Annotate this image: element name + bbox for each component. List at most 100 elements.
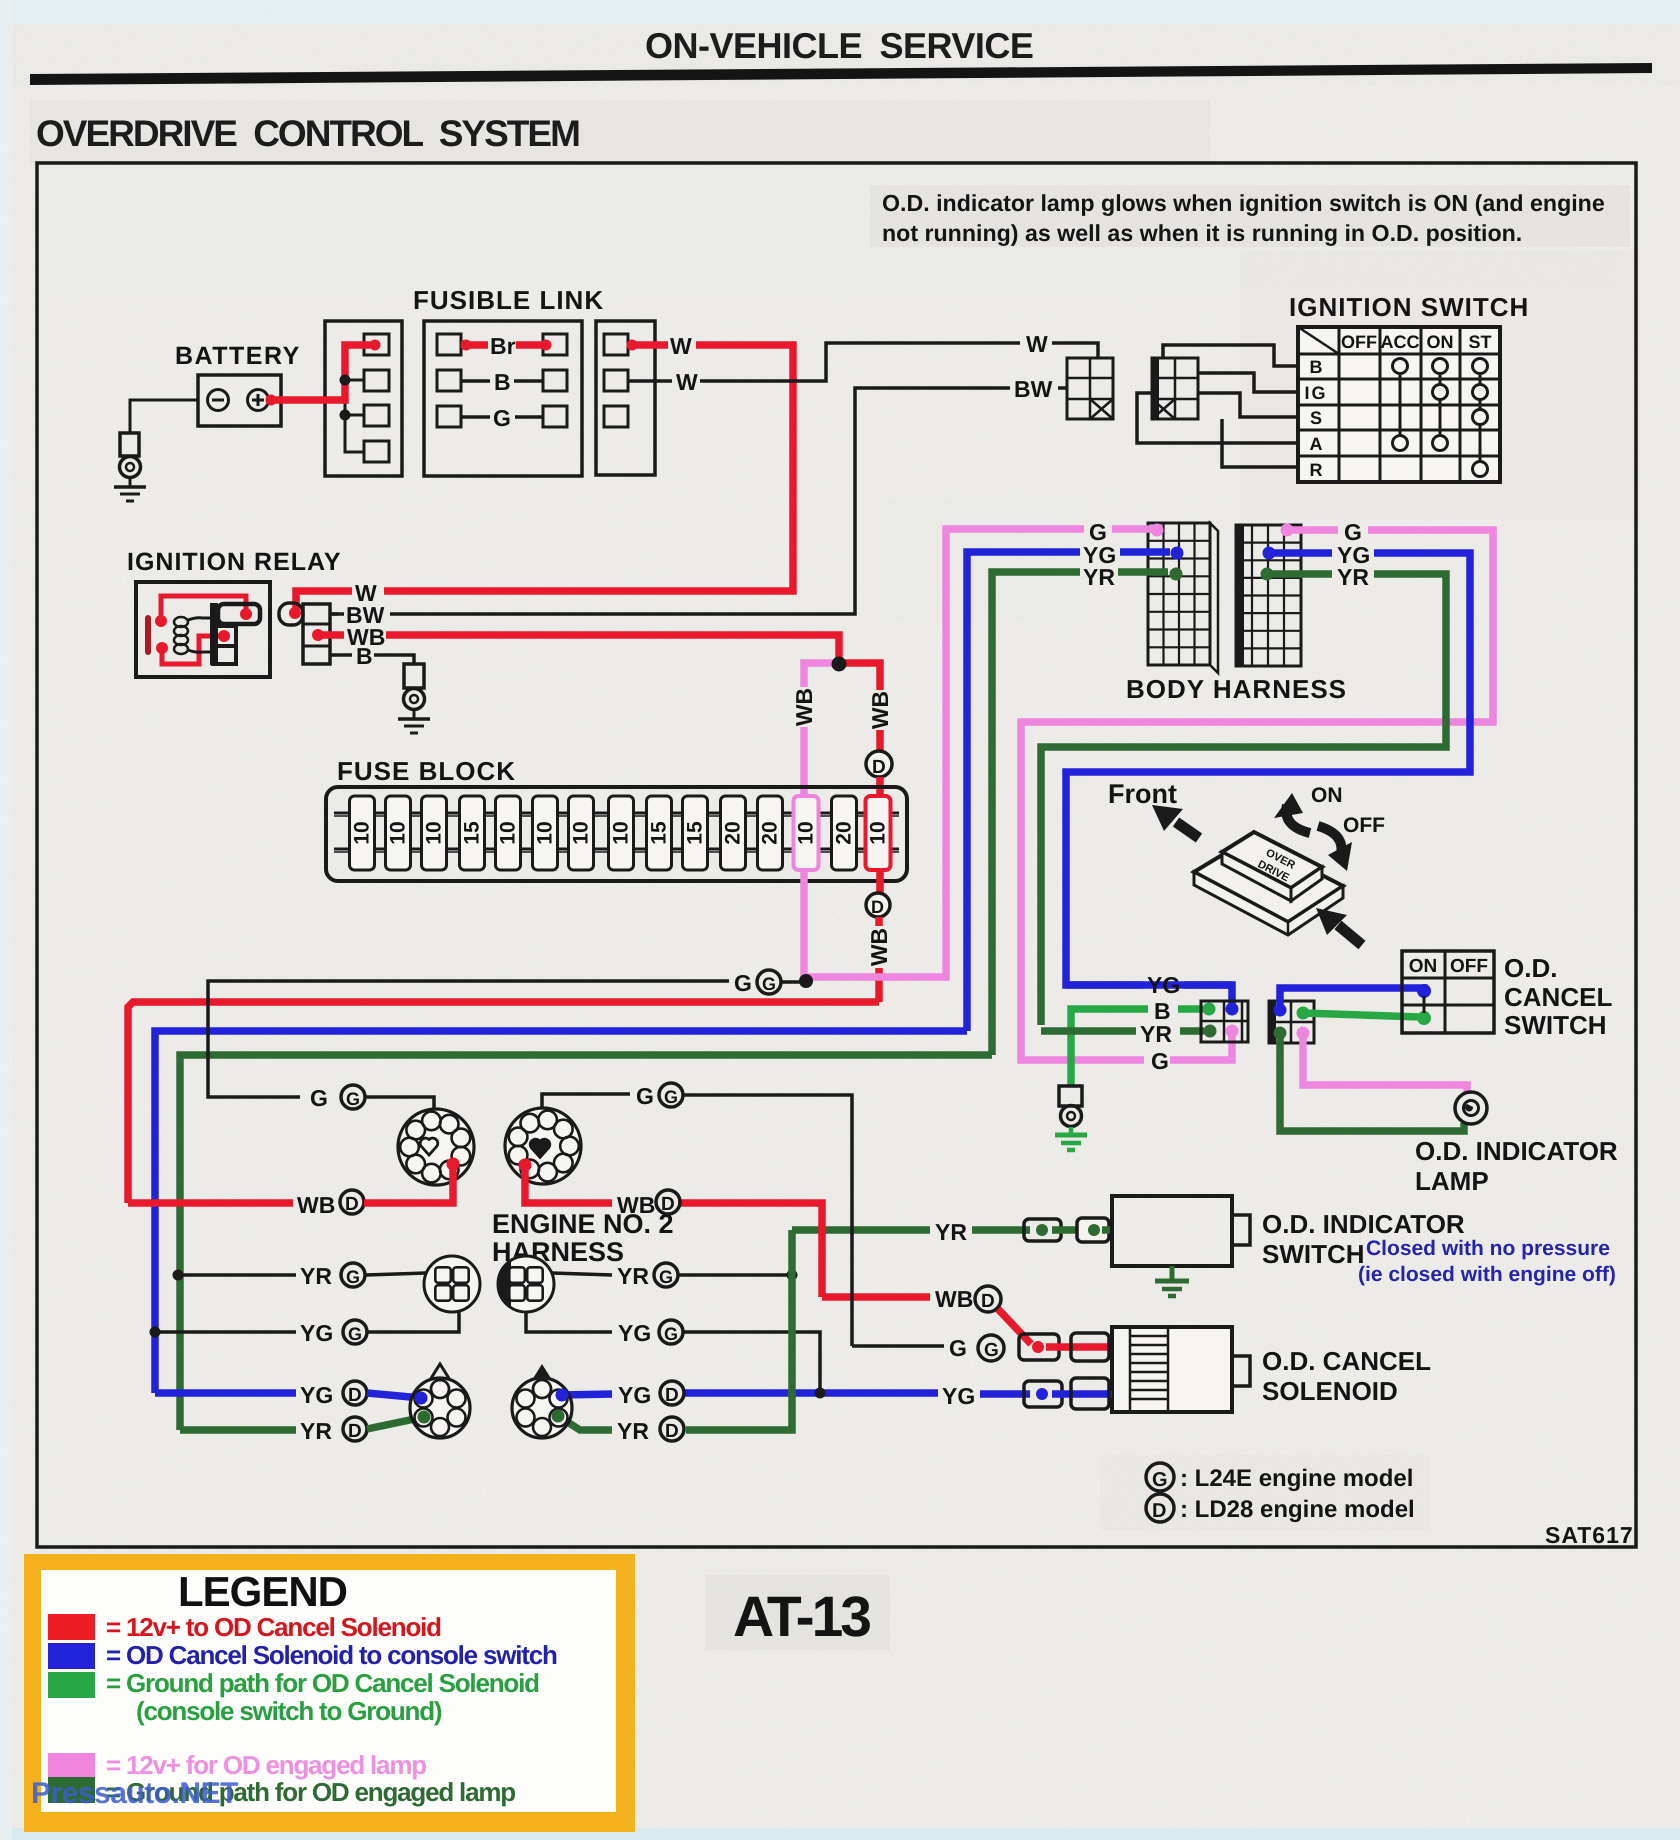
svg-text:G: G	[984, 1340, 999, 1361]
svg-text:B: B	[356, 643, 373, 669]
svg-text:G: G	[1152, 1469, 1168, 1491]
svg-text:D: D	[1152, 1500, 1166, 1522]
svg-text:D: D	[871, 897, 884, 917]
svg-text:O.D. INDICATOR: O.D. INDICATOR	[1262, 1209, 1465, 1239]
svg-text:BW: BW	[346, 602, 385, 628]
svg-text:YG: YG	[1083, 542, 1116, 568]
svg-text:20: 20	[833, 821, 856, 844]
svg-text:OVERDRIVE CONTROL SYSTEM: OVERDRIVE CONTROL SYSTEM	[36, 113, 579, 154]
svg-text:D: D	[665, 1421, 679, 1442]
svg-text:W: W	[355, 580, 377, 606]
svg-text:LEGEND: LEGEND	[178, 1568, 347, 1615]
svg-text:10: 10	[570, 821, 593, 844]
svg-text:SWITCH: SWITCH	[1504, 1010, 1607, 1040]
svg-text:BODY HARNESS: BODY HARNESS	[1126, 674, 1347, 704]
svg-text:WB: WB	[935, 1286, 973, 1312]
svg-text:O.D. indicator lamp glows when: O.D. indicator lamp glows when ignition …	[882, 190, 1605, 216]
svg-text:10: 10	[387, 821, 410, 844]
svg-text:G: G	[1151, 1048, 1169, 1074]
svg-text:FUSE BLOCK: FUSE BLOCK	[337, 756, 516, 786]
svg-text:10: 10	[423, 821, 446, 844]
svg-text:10: 10	[867, 821, 890, 844]
svg-text:= 12v+ for OD engaged lamp: = 12v+ for OD engaged lamp	[106, 1750, 426, 1780]
svg-text:ST: ST	[1468, 332, 1491, 352]
svg-text:WB: WB	[617, 1192, 655, 1218]
svg-text:WB: WB	[347, 624, 385, 650]
svg-text:FUSIBLE LINK: FUSIBLE LINK	[413, 285, 604, 315]
svg-text:10: 10	[534, 821, 557, 844]
svg-text:ACC: ACC	[1381, 332, 1420, 352]
svg-text:G: G	[734, 970, 752, 996]
svg-text:LAMP: LAMP	[1415, 1166, 1489, 1196]
svg-text:B: B	[1310, 357, 1323, 377]
svg-text:B: B	[1154, 998, 1171, 1024]
svg-text:S: S	[1310, 408, 1322, 428]
svg-text:G: G	[346, 1089, 360, 1109]
svg-text:YR: YR	[300, 1418, 332, 1444]
svg-text:(console switch to Ground): (console switch to Ground)	[136, 1696, 442, 1726]
svg-text:G: G	[346, 1267, 360, 1287]
svg-text:10: 10	[351, 821, 374, 844]
svg-text:G: G	[1089, 519, 1107, 545]
svg-text:Closed with no pressure: Closed with no pressure	[1366, 1237, 1610, 1260]
svg-text:15: 15	[648, 821, 671, 845]
svg-text:YG: YG	[1147, 972, 1180, 998]
svg-text:IGNITION RELAY: IGNITION RELAY	[127, 548, 342, 576]
svg-text:G: G	[636, 1083, 654, 1109]
svg-text:WB: WB	[297, 1192, 335, 1218]
svg-text:D: D	[665, 1385, 679, 1406]
svg-text:Pressauto.NET: Pressauto.NET	[31, 1777, 238, 1810]
svg-text:YR: YR	[1083, 564, 1115, 590]
svg-text:D: D	[661, 1194, 675, 1215]
svg-text:D: D	[981, 1291, 995, 1312]
svg-text:10: 10	[610, 821, 633, 844]
svg-text:15: 15	[461, 821, 484, 845]
svg-text:IG: IG	[1304, 383, 1327, 403]
svg-text:WB: WB	[867, 691, 893, 729]
svg-text:YR: YR	[1140, 1021, 1172, 1047]
svg-text:10: 10	[795, 821, 818, 844]
svg-text:B: B	[494, 369, 511, 395]
svg-text:20: 20	[722, 821, 745, 844]
svg-text:D: D	[345, 1194, 359, 1215]
svg-text:ON: ON	[1409, 956, 1438, 977]
svg-text:G: G	[664, 1087, 678, 1107]
svg-text:SWITCH: SWITCH	[1262, 1239, 1365, 1269]
svg-text:WB: WB	[791, 688, 817, 726]
svg-text:SOLENOID: SOLENOID	[1262, 1376, 1398, 1406]
svg-text:O.D. INDICATOR: O.D. INDICATOR	[1415, 1136, 1618, 1166]
svg-text:= OD Cancel Solenoid to consol: = OD Cancel Solenoid to console switch	[106, 1640, 557, 1670]
svg-text:15: 15	[684, 821, 707, 845]
svg-text:G: G	[348, 1324, 362, 1344]
svg-text:20: 20	[759, 821, 782, 844]
svg-text:OFF: OFF	[1343, 814, 1385, 837]
svg-text:D: D	[872, 757, 886, 778]
svg-text:YG: YG	[300, 1320, 333, 1346]
svg-text:OFF: OFF	[1341, 332, 1377, 352]
svg-text:(ie closed with engine off): (ie closed with engine off)	[1358, 1263, 1616, 1286]
svg-text:O.D. CANCEL: O.D. CANCEL	[1262, 1346, 1431, 1376]
svg-text:= Ground path for OD engaged l: = Ground path for OD engaged lamp	[106, 1777, 515, 1807]
svg-text:AT-13: AT-13	[733, 1585, 870, 1649]
svg-text:SAT617: SAT617	[1545, 1522, 1634, 1548]
svg-text:G: G	[310, 1085, 328, 1111]
svg-text:YG: YG	[1337, 542, 1370, 568]
svg-text:G: G	[1344, 519, 1362, 545]
svg-text:A: A	[1310, 434, 1323, 454]
svg-text:not running) as well as when i: not running) as well as when it is runni…	[882, 220, 1522, 246]
svg-text:W: W	[1026, 331, 1048, 357]
svg-text:= Ground path for OD Cancel So: = Ground path for OD Cancel Solenoid	[106, 1668, 539, 1698]
svg-text:= 12v+ to OD Cancel Solenoid: = 12v+ to OD Cancel Solenoid	[106, 1612, 441, 1642]
svg-text:O.D.: O.D.	[1504, 953, 1557, 983]
svg-text:Br: Br	[490, 333, 516, 359]
svg-text:IGNITION SWITCH: IGNITION SWITCH	[1289, 292, 1529, 322]
svg-text:YG: YG	[618, 1382, 651, 1408]
svg-text:G: G	[949, 1335, 967, 1361]
svg-text:ON: ON	[1311, 784, 1343, 807]
svg-text:10: 10	[497, 821, 520, 844]
svg-text:Front: Front	[1108, 779, 1177, 809]
svg-text:YG: YG	[942, 1383, 975, 1409]
svg-text:OFF: OFF	[1450, 956, 1488, 977]
svg-text:G: G	[664, 1324, 678, 1344]
svg-text:: L24E engine model: : L24E engine model	[1180, 1465, 1413, 1492]
